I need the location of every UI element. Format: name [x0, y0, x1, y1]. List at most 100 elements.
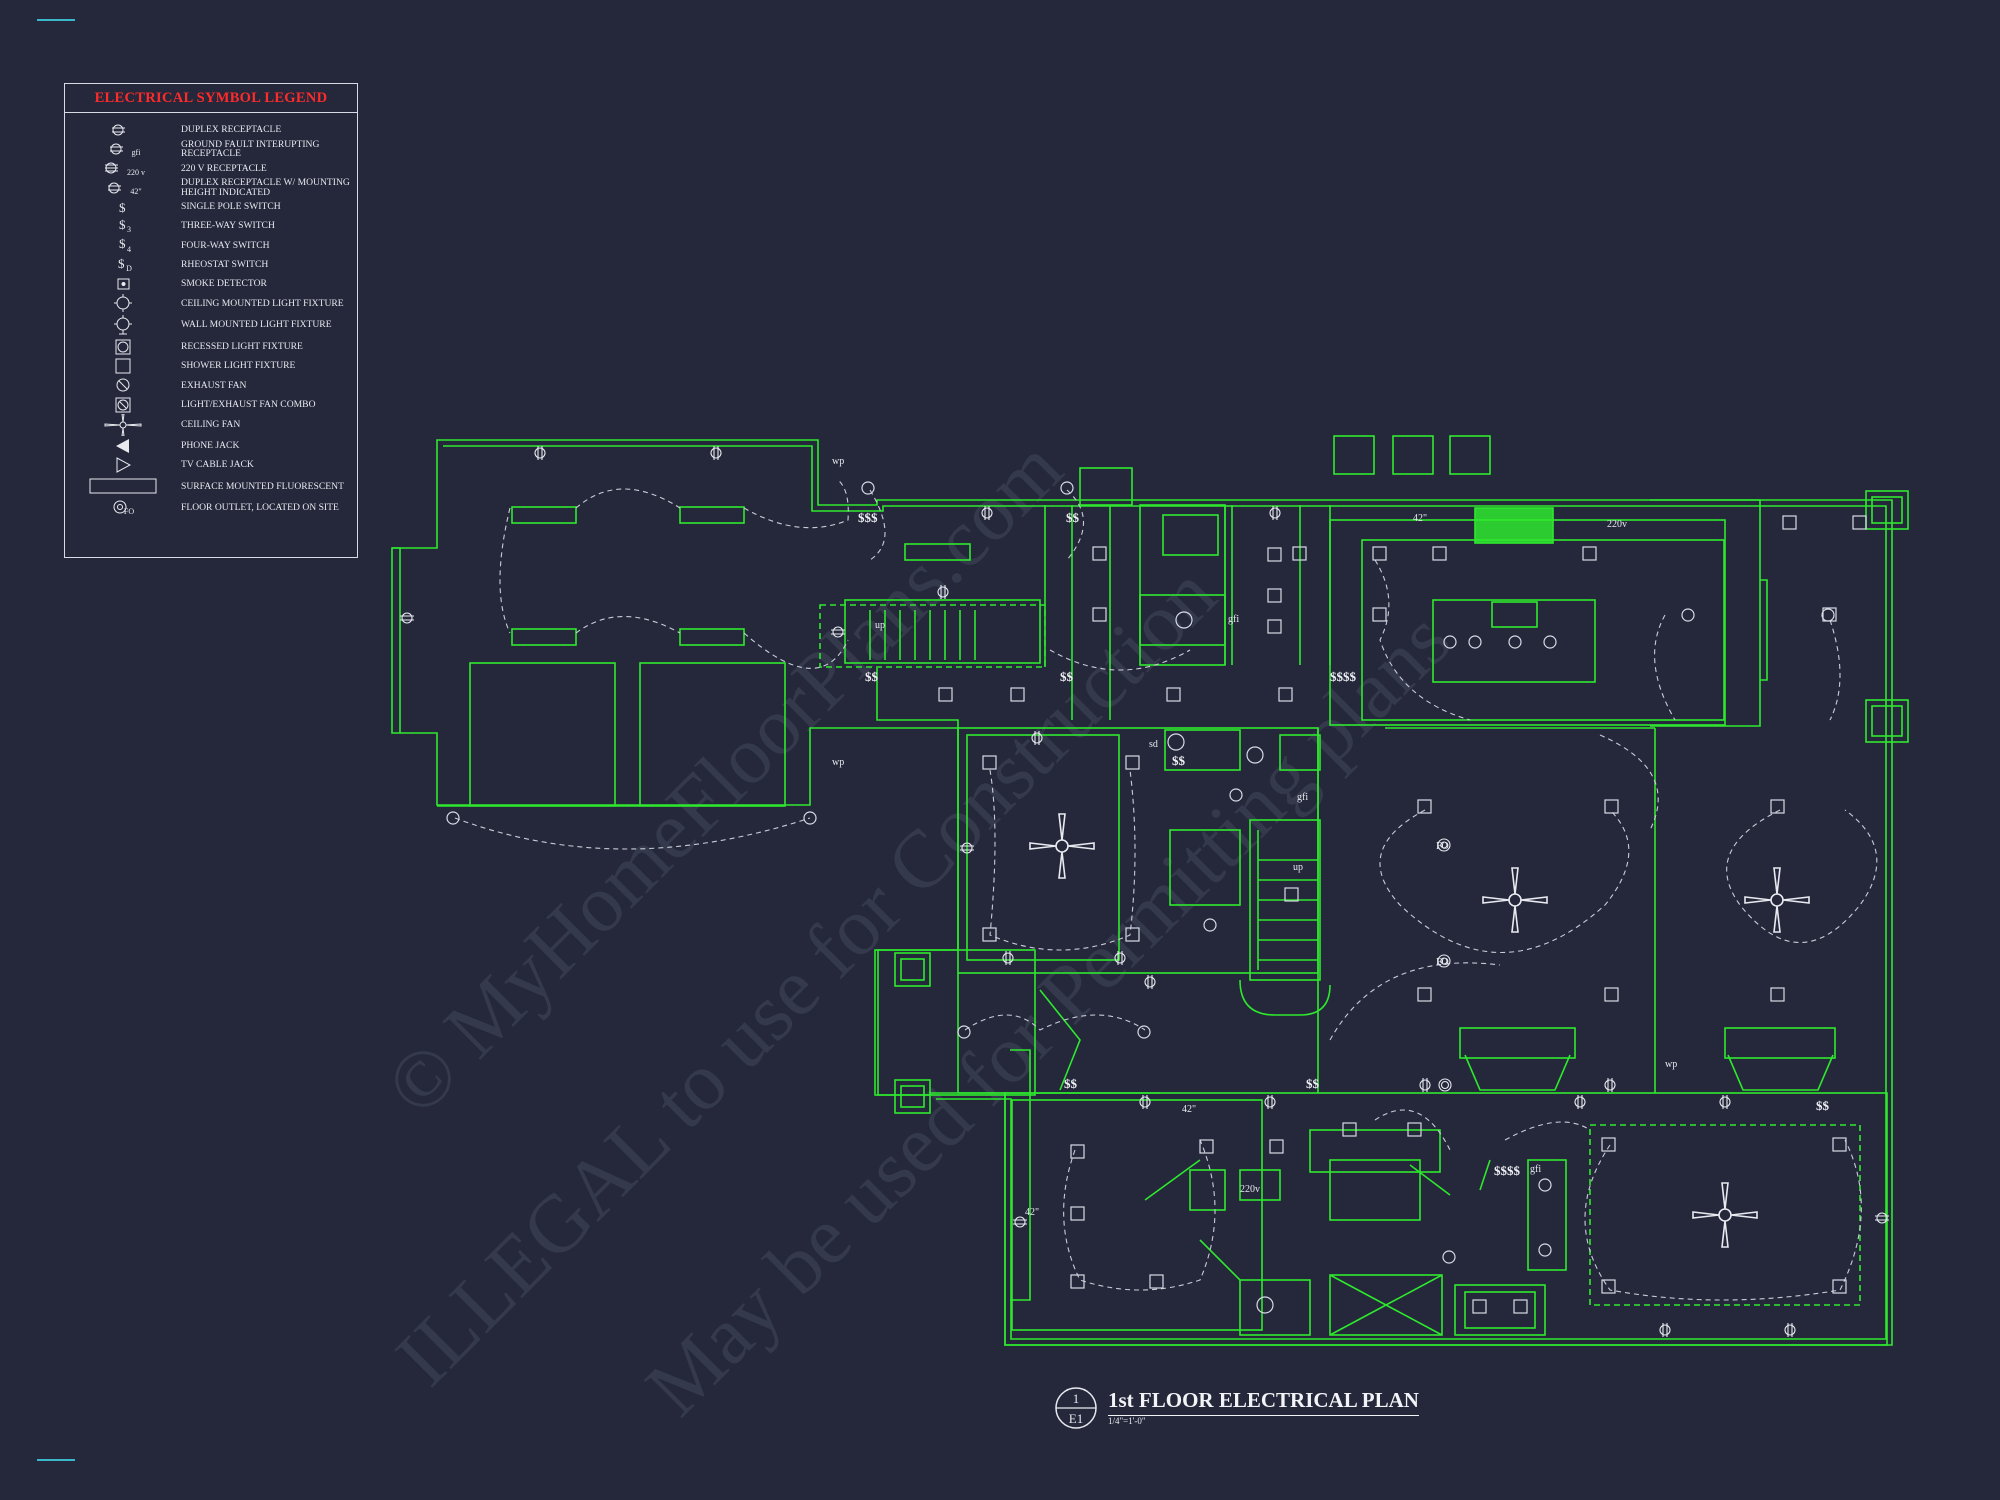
legend-title: ELECTRICAL SYMBOL LEGEND: [65, 84, 357, 113]
tv-cable-jack-icon: [65, 457, 181, 473]
legend-row: PHONE JACK: [65, 436, 357, 455]
legend-label: FOUR-WAY SWITCH: [181, 239, 270, 251]
legend-symbol-tag: FO: [123, 506, 135, 516]
switch-group-8: $$$$: [1494, 1163, 1521, 1178]
legend-row: SMOKE DETECTOR: [65, 274, 357, 293]
switch-group-10: $$: [1172, 753, 1186, 768]
legend-label: FLOOR OUTLET, LOCATED ON SITE: [181, 501, 339, 513]
legend-label: RHEOSTAT SWITCH: [181, 259, 269, 271]
legend-row: $ SINGLE POLE SWITCH: [65, 197, 357, 216]
legend-list: DUPLEX RECEPTACLE gfi GROUND FAULT INTERUP…: [65, 120, 357, 517]
legend-row: 220 v 220 V RECEPTACLE: [65, 159, 357, 178]
legend-label: SURFACE MOUNTED FLUORESCENT: [181, 480, 344, 492]
drawing-number-bubble: 1 E1: [1055, 1387, 1097, 1429]
ceiling-fan-icon: [65, 414, 181, 437]
switch-group-5: $$$$: [1330, 669, 1357, 684]
legend-row: gfi GROUND FAULT INTERUPTING RECEPTACLE: [65, 139, 357, 158]
legend-symbol-tag: D: [126, 264, 132, 274]
smoke-detector-icon: [65, 276, 181, 292]
legend-row: SURFACE MOUNTED FLUORESCENT: [65, 475, 357, 498]
h42-label-3: 42": [1182, 1104, 1196, 1115]
up-label-2: up: [875, 620, 885, 631]
duplex-receptacle-icon: [65, 122, 181, 138]
legend-label: THREE-WAY SWITCH: [181, 220, 275, 232]
h42-label-2: 42": [1025, 1207, 1039, 1218]
corner-tick-top: [37, 19, 75, 21]
three-way-switch-icon: $3: [65, 217, 181, 235]
floor-outlet-icon: FO: [65, 499, 181, 516]
switch-group-3: $$: [1060, 669, 1074, 684]
gfi-receptacle-icon: gfi: [65, 141, 181, 157]
shower-light-icon: [65, 357, 181, 375]
sheet-number: E1: [1069, 1411, 1083, 1426]
fo-label-1: FO: [1436, 841, 1449, 852]
sd-label-1: sd: [1149, 739, 1158, 750]
legend-row: FO FLOOR OUTLET, LOCATED ON SITE: [65, 498, 357, 517]
legend-label: LIGHT/EXHAUST FAN COMBO: [181, 398, 316, 410]
legend-label: SINGLE POLE SWITCH: [181, 201, 281, 213]
legend-label: DUPLEX RECEPTACLE W/ MOUNTING HEIGHT IND…: [181, 177, 350, 198]
legend-label: GROUND FAULT INTERUPTING RECEPTACLE: [181, 138, 320, 159]
gfi-label-3: gfi: [1530, 1164, 1541, 1175]
switch-group-9: $$: [1816, 1098, 1830, 1113]
legend-row: 42" DUPLEX RECEPTACLE W/ MOUNTING HEIGHT …: [65, 178, 357, 197]
drawing-scale: 1/4"=1'-0": [1108, 1416, 1146, 1426]
four-way-switch-icon: $4: [65, 236, 181, 254]
switch-group-1: $$$: [858, 510, 878, 525]
legend-label: DUPLEX RECEPTACLE: [181, 123, 282, 135]
220v-receptacle-icon: 220 v: [65, 160, 181, 177]
legend-row: TV CABLE JACK: [65, 455, 357, 474]
legend-label: CEILING MOUNTED LIGHT FIXTURE: [181, 297, 344, 309]
legend-row: EXHAUST FAN: [65, 376, 357, 395]
legend-label: PHONE JACK: [181, 440, 240, 452]
svg-text:$: $: [119, 236, 126, 251]
up-label-1: up: [1293, 862, 1303, 873]
legend-label: SMOKE DETECTOR: [181, 278, 267, 290]
phone-jack-icon: [65, 438, 181, 454]
legend-row: DUPLEX RECEPTACLE: [65, 120, 357, 139]
legend-row: WALL MOUNTED LIGHT FIXTURE: [65, 313, 357, 337]
svg-text:$: $: [119, 217, 126, 232]
switch-group-6: $$: [1064, 1076, 1078, 1091]
legend-symbol-tag: gfi: [131, 148, 141, 158]
v220-label-1: 220v: [1607, 519, 1627, 530]
switch-group-4: $$: [1066, 510, 1080, 525]
exhaust-fan-icon: [65, 376, 181, 394]
legend-symbol-tag: 42": [130, 186, 142, 196]
svg-text:$: $: [119, 200, 126, 215]
legend-row: LIGHT/EXHAUST FAN COMBO: [65, 395, 357, 414]
wp-label-1: wp: [832, 456, 844, 467]
legend-symbol-tag: 3: [127, 225, 131, 235]
switch-group-2: $$: [865, 669, 879, 684]
legend-label: TV CABLE JACK: [181, 459, 254, 471]
fo-label-2: FO: [1436, 957, 1449, 968]
electrical-symbol-legend: ELECTRICAL SYMBOL LEGEND DUPLEX RECEPTAC…: [64, 83, 358, 558]
drawing-number: 1: [1073, 1391, 1080, 1406]
single-pole-switch-icon: $: [65, 199, 181, 215]
corner-tick-bottom: [37, 1459, 75, 1461]
legend-row: RECESSED LIGHT FIXTURE: [65, 337, 357, 356]
legend-label: WALL MOUNTED LIGHT FIXTURE: [181, 319, 332, 331]
ceiling-light-icon: [65, 293, 181, 313]
legend-label: RECESSED LIGHT FIXTURE: [181, 340, 303, 352]
legend-row: CEILING MOUNTED LIGHT FIXTURE: [65, 294, 357, 313]
gfi-label-2: gfi: [1297, 792, 1308, 803]
legend-label: EXHAUST FAN: [181, 379, 247, 391]
switch-group-7: $$: [1306, 1076, 1320, 1091]
gfi-label-1: gfi: [1228, 614, 1239, 625]
legend-label: CEILING FAN: [181, 419, 241, 431]
v220-label-2: 220v: [1240, 1184, 1260, 1195]
wall-light-icon: [65, 314, 181, 335]
fluorescent-light-icon: [65, 478, 181, 494]
wp-label-3: wp: [1665, 1059, 1677, 1070]
wp-label-2: wp: [832, 757, 844, 768]
rheostat-switch-icon: $D: [65, 256, 181, 274]
legend-symbol-tag: 220 v: [127, 167, 145, 177]
legend-label: 220 V RECEPTACLE: [181, 162, 267, 174]
legend-row: CEILING FAN: [65, 414, 357, 437]
drawing-title: 1st FLOOR ELECTRICAL PLAN: [1108, 1388, 1419, 1416]
